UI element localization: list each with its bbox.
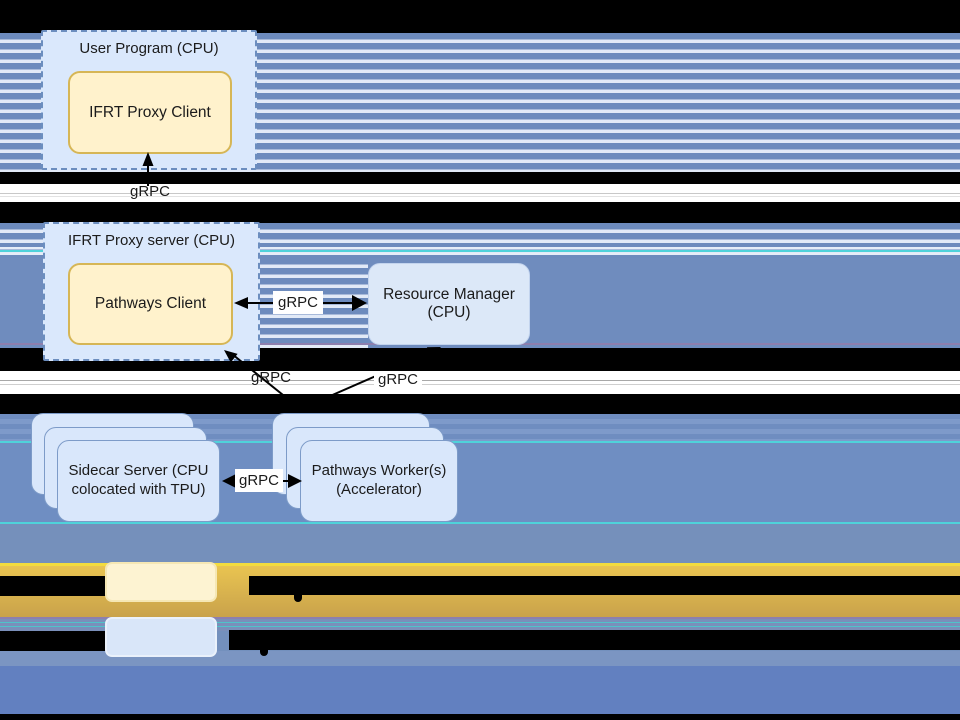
redacted-text-bar — [0, 631, 106, 651]
artifact-line — [0, 196, 960, 197]
background-band — [0, 0, 960, 33]
redacted-text-bar — [0, 576, 106, 596]
background-band — [0, 617, 960, 619]
grpc-label-top: gRPC — [129, 183, 170, 200]
ifrt-proxy-client-node: IFRT Proxy Client — [68, 71, 232, 154]
legend-swatch-yellow — [105, 562, 217, 602]
grpc-label-sidecar-workers: gRPC — [235, 469, 283, 492]
redacted-text-descender — [260, 648, 268, 656]
user-program-title: User Program (CPU) — [79, 40, 219, 57]
artifact-line — [0, 626, 960, 627]
background-band — [0, 651, 960, 666]
artifact-line — [0, 380, 960, 381]
background-band — [0, 371, 960, 394]
resource-manager-label: Resource Manager (CPU) — [383, 286, 515, 321]
background-band — [0, 523, 960, 563]
artifact-line — [0, 250, 960, 252]
artifact-line — [0, 247, 960, 249]
pathways-client-label: Pathways Client — [94, 295, 207, 312]
background-band — [0, 202, 960, 223]
redacted-text-bar — [249, 576, 960, 595]
artifact-line — [0, 441, 960, 443]
grpc-label-client-down: gRPC — [250, 369, 291, 386]
pathways-workers-label: Pathways Worker(s) (Accelerator) — [311, 462, 447, 498]
redacted-text-descender — [294, 594, 302, 602]
background-band — [0, 394, 960, 414]
artifact-line — [0, 193, 960, 194]
resource-manager-node: Resource Manager (CPU) — [368, 263, 530, 345]
grpc-label-client-rm: gRPC — [273, 291, 323, 314]
background-band — [0, 666, 960, 714]
grpc-label-rm-down: gRPC — [374, 371, 422, 391]
background-band — [0, 563, 960, 566]
ifrt-proxy-server-title: IFRT Proxy server (CPU) — [68, 232, 235, 249]
ifrt-proxy-client-label: IFRT Proxy Client — [89, 103, 211, 121]
pathways-client-node: Pathways Client — [68, 263, 233, 345]
background-band — [0, 714, 960, 720]
legend-swatch-blue — [105, 617, 217, 657]
artifact-line — [0, 384, 960, 385]
artifact-line — [0, 622, 960, 623]
artifact-line — [0, 522, 960, 524]
artifact-line — [0, 253, 960, 255]
background-band — [0, 172, 960, 184]
pathways-workers-node: Pathways Worker(s) (Accelerator) — [300, 440, 458, 522]
sidecar-server-label: Sidecar Server (CPU colocated with TPU) — [68, 462, 209, 498]
sidecar-server-node: Sidecar Server (CPU colocated with TPU) — [57, 440, 220, 522]
redacted-text-bar — [229, 630, 960, 650]
